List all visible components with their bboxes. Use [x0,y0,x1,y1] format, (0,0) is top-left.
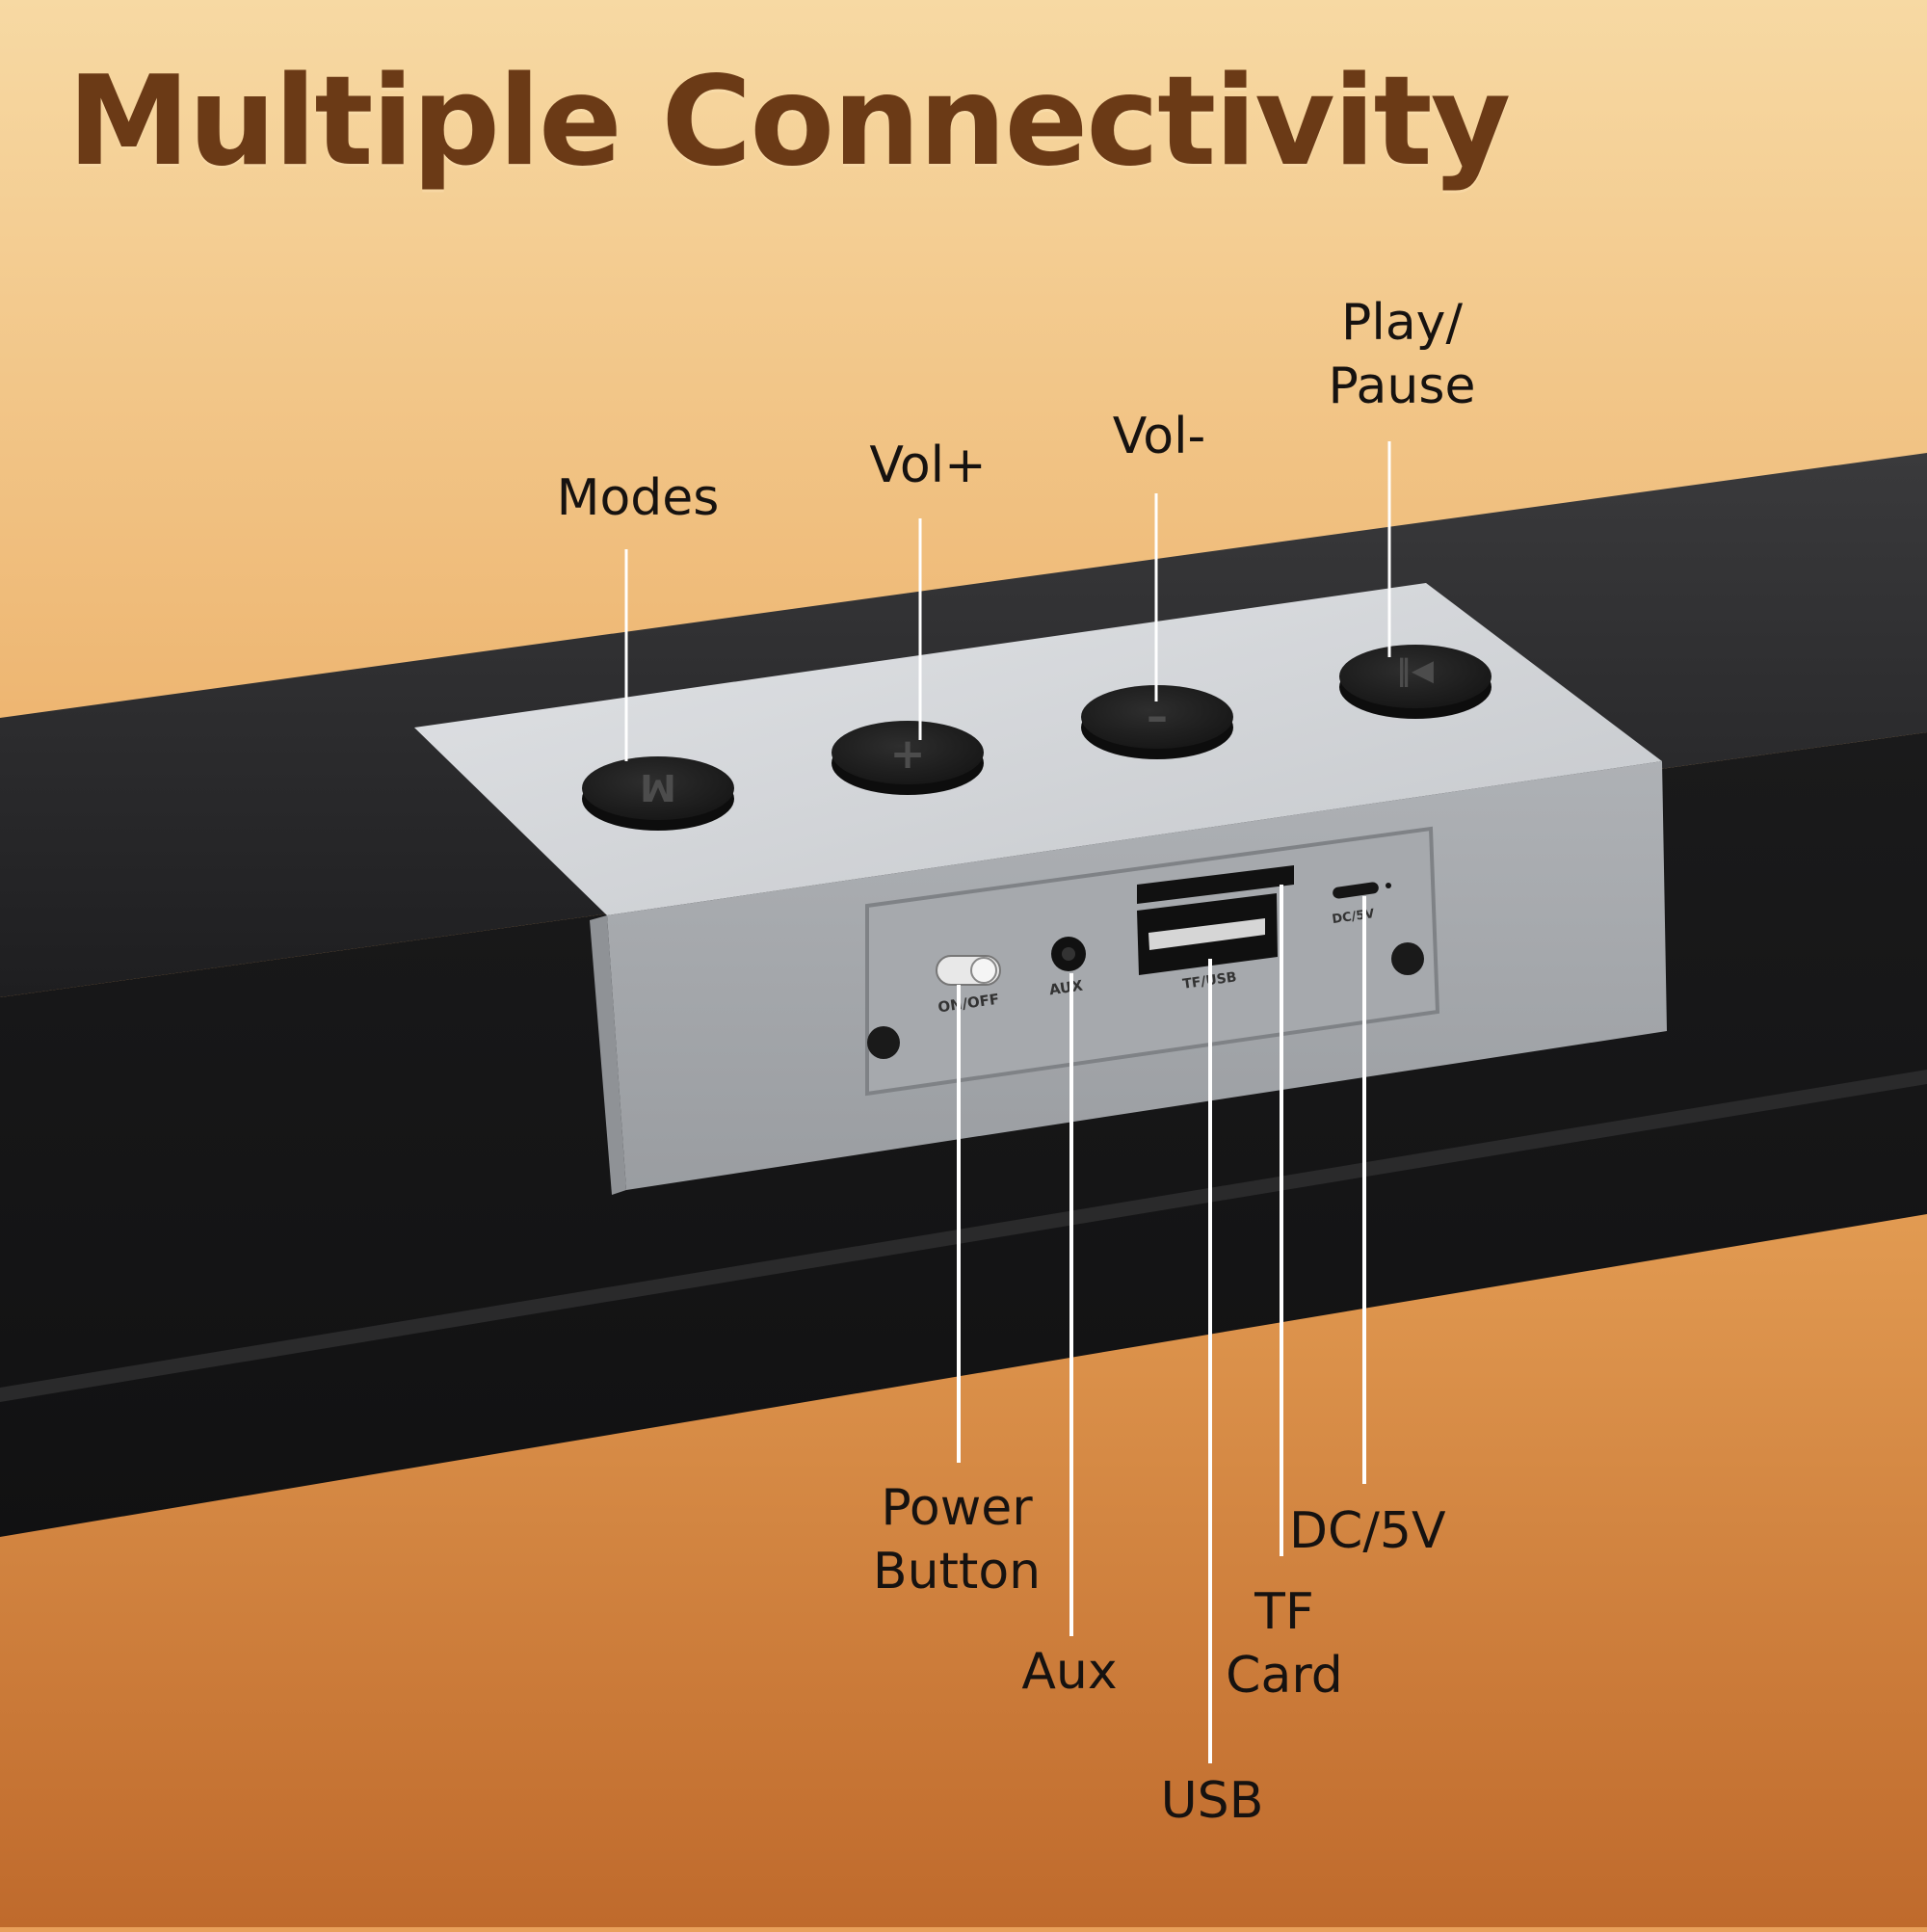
top-callout-lines [624,441,1391,761]
minus-icon: – [1147,692,1168,741]
screw-hole-left [867,1026,900,1059]
play-pause-label: Play/ Pause [1329,291,1476,418]
dc-port[interactable] [1332,882,1379,900]
page-title: Multiple Connectivity [67,50,1511,194]
usb-label: USB [1160,1772,1264,1830]
power-button-label: Power Button [873,1476,1041,1603]
power-label-line2: Button [872,1543,1042,1601]
tf-label-line2: Card [1226,1647,1343,1705]
vol-minus-label: Vol- [1112,408,1206,465]
power-switch[interactable] [936,955,1001,986]
vol-minus-button[interactable]: – [1081,685,1233,759]
tf-card-label: TF Card [1226,1580,1343,1707]
modes-label: Modes [556,469,720,527]
bracket-edge [590,915,626,1195]
led-indicator [1386,883,1391,888]
play-pause-label-line2: Pause [1328,357,1476,415]
play-pause-label-line1: Play/ [1341,294,1463,352]
modes-icon: M [640,766,676,808]
tf-label-line1: TF [1254,1583,1314,1641]
vol-plus-label: Vol+ [869,437,987,494]
tf-card-slot[interactable] [1137,865,1294,904]
screw-hole-right [1391,942,1424,975]
power-label-line1: Power [881,1479,1033,1537]
aux-label: Aux [1021,1643,1118,1701]
vol-plus-button[interactable]: + [832,721,984,795]
play-pause-button[interactable]: ▶‖ [1339,645,1491,719]
dc-5v-label: DC/5V [1289,1502,1446,1560]
modes-button[interactable]: M [582,756,734,831]
aux-print: AUX [1048,977,1084,999]
play-pause-icon: ▶‖ [1397,657,1434,691]
aux-jack-core [1062,947,1075,961]
usb-port-tongue [1148,918,1265,950]
bottom-callout-lines [957,885,1366,1763]
soundbar-seam [0,1070,1927,1402]
